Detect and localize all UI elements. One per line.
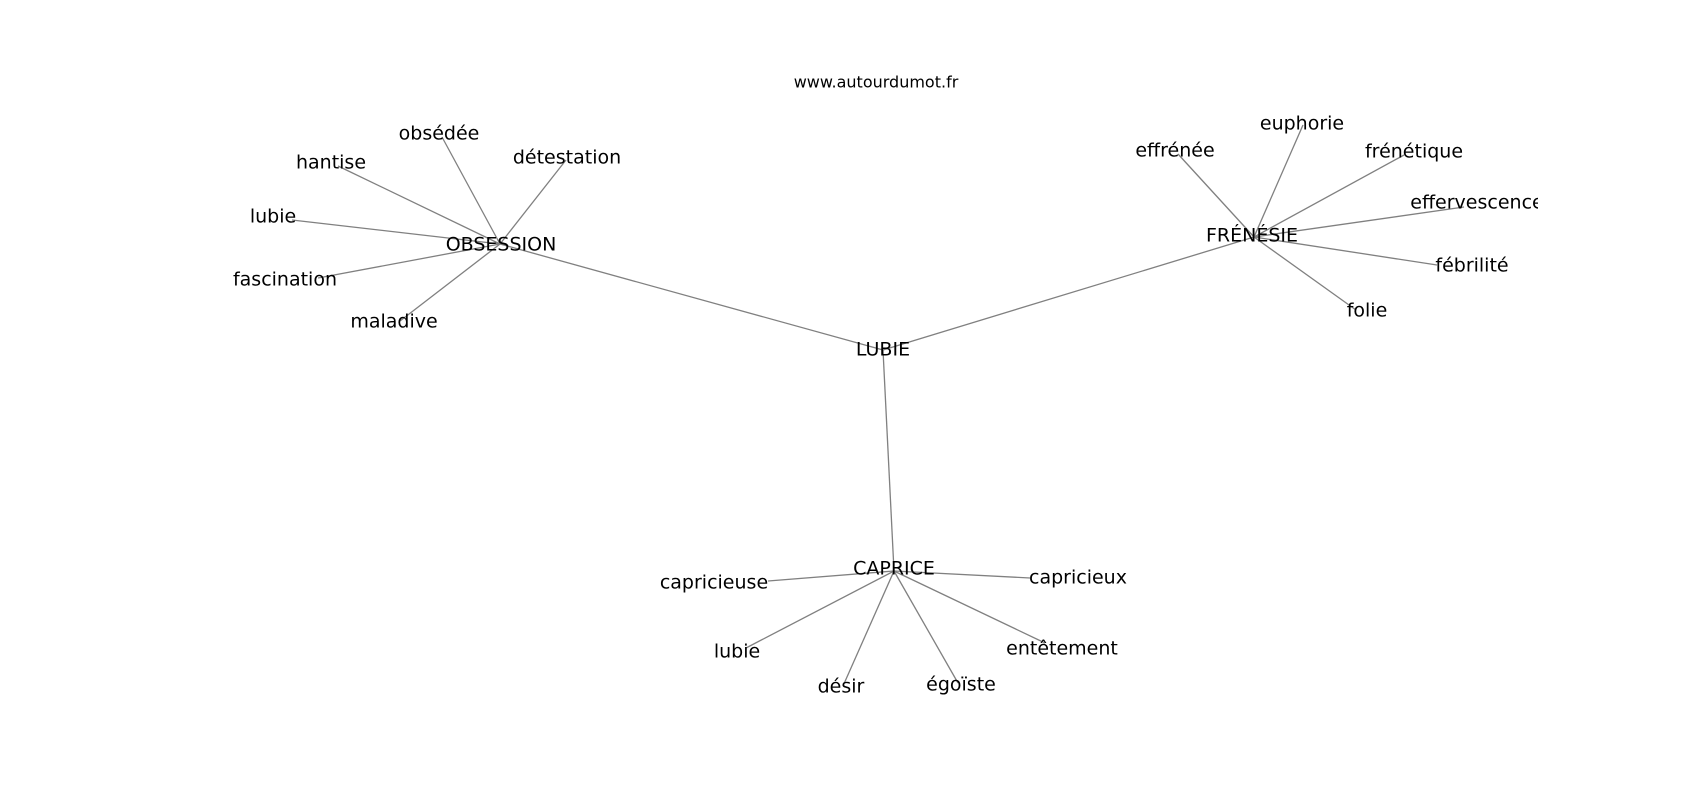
edge-caprice-entetement [893, 570, 1046, 644]
node-word-euphorie: euphorie [1260, 113, 1344, 135]
node-word-desir: désir [818, 676, 865, 698]
node-word-detestation: détestation [513, 147, 621, 169]
edge-frenesie-frenetique [1253, 154, 1405, 238]
node-hub-obsession: OBSESSION [446, 234, 557, 256]
site-url: www.autourdumot.fr [794, 73, 959, 92]
node-word-obsedee: obsédée [399, 123, 480, 145]
node-word-egoiste: égoïste [926, 674, 996, 696]
graph-edges [291, 124, 1465, 687]
edge-caprice-egoiste [893, 570, 959, 684]
edge-center-obsession [499, 243, 884, 351]
edge-caprice-capricieuse [767, 570, 895, 582]
node-hub-frenesie: FRÉNÉSIE [1206, 224, 1298, 247]
node-word-fascination: fascination [233, 269, 337, 291]
node-word-folie: folie [1347, 300, 1388, 322]
edge-frenesie-euphorie [1253, 124, 1304, 238]
edge-center-frenesie [882, 236, 1255, 351]
node-word-effrenee: effrénée [1135, 140, 1214, 162]
node-word-entetement: entêtement [1006, 638, 1118, 660]
node-word-lubie: lubie [250, 206, 296, 228]
node-word-lubie: lubie [714, 641, 760, 663]
node-word-effervescence: effervescence [1410, 192, 1543, 214]
edge-obsession-hantise [337, 165, 501, 245]
edge-obsession-maladive [399, 243, 501, 322]
edge-frenesie-effrenee [1177, 153, 1255, 238]
edge-obsession-lubie [291, 219, 501, 245]
node-word-capricieuse: capricieuse [660, 572, 768, 594]
node-word-frenetique: frénétique [1365, 141, 1463, 163]
node-word-hantise: hantise [296, 152, 366, 174]
node-hub-caprice: CAPRICE [853, 558, 935, 580]
edge-frenesie-effervescence [1253, 206, 1465, 238]
edge-caprice-lubie [745, 570, 895, 649]
edge-obsession-detestation [499, 159, 567, 245]
node-word-capricieux: capricieux [1029, 567, 1127, 589]
edge-caprice-desir [842, 570, 895, 687]
edge-caprice-capricieux [893, 570, 1031, 579]
graph-labels: LUBIE OBSESSION obsédée hantise détestation l… [233, 113, 1543, 698]
node-word-febrilite: fébrilité [1435, 255, 1508, 277]
edge-obsession-obsedee [441, 136, 501, 245]
edge-obsession-fascination [317, 243, 501, 279]
edge-frenesie-folie [1253, 236, 1357, 311]
node-center: LUBIE [856, 339, 910, 361]
edge-frenesie-febrilite [1253, 236, 1438, 266]
node-word-maladive: maladive [350, 311, 437, 333]
edge-center-caprice [882, 349, 895, 572]
